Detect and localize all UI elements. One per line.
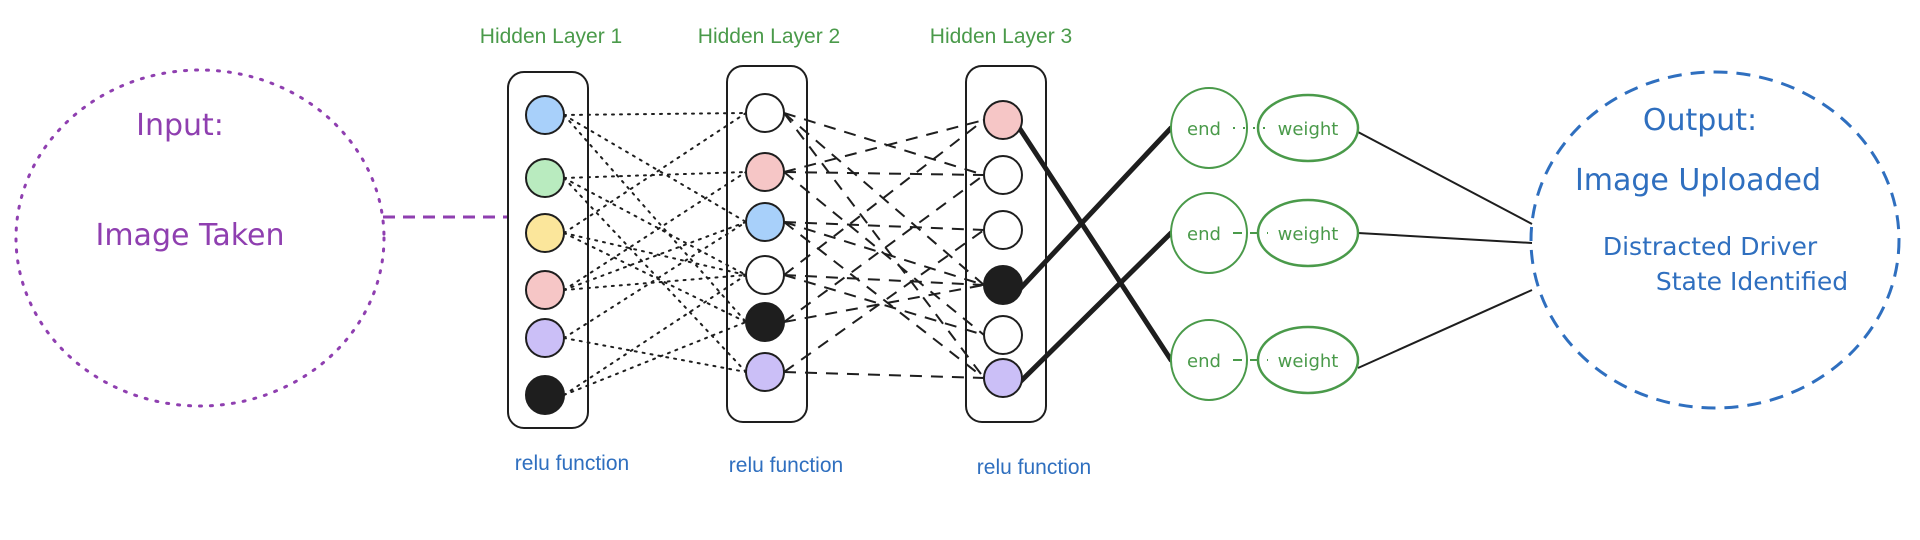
connection-edge <box>783 274 985 336</box>
layer-box <box>965 65 1047 423</box>
output-title: Output: <box>1643 103 1757 138</box>
connection-edge <box>563 274 747 396</box>
connection-edge <box>783 171 985 176</box>
connection-edge <box>563 337 747 373</box>
hidden-layer-2: Hidden Layer 2 relu function <box>698 25 843 477</box>
end-label: end <box>1187 224 1221 245</box>
weight-label: weight <box>1278 351 1339 372</box>
activation-label: relu function <box>977 456 1091 479</box>
strong-connection <box>1015 230 1174 387</box>
hidden-layer-1: Hidden Layer 1 relu function <box>480 25 629 475</box>
connection-edge <box>563 114 747 223</box>
output-line-2: Distracted Driver <box>1603 232 1818 261</box>
end-node <box>1170 319 1248 401</box>
connection-edge <box>563 232 747 276</box>
end-weight-pair: end weight <box>1170 319 1360 401</box>
input-node: Input: Image Taken <box>14 68 386 408</box>
layer-box <box>507 71 589 429</box>
end-weight-pair: end weight <box>1170 87 1360 169</box>
neuron-node-pink <box>983 100 1023 140</box>
connection-edge <box>783 171 985 336</box>
connection-edge <box>563 114 747 323</box>
connection-edge <box>783 112 985 176</box>
input-circle <box>14 68 386 408</box>
output-line-3: State Identified <box>1656 267 1848 296</box>
activation-label: relu function <box>515 452 629 475</box>
layer-box <box>726 65 808 423</box>
neuron-node-yellow <box>525 213 565 253</box>
neuron-node-purple <box>745 352 785 392</box>
connection-edge <box>783 284 985 323</box>
layer-title: Hidden Layer 3 <box>930 25 1072 48</box>
input-text: Image Taken <box>95 218 284 253</box>
strong-connection <box>1015 123 1174 363</box>
neuron-node-white <box>983 210 1023 250</box>
connection-edge <box>783 119 985 173</box>
strong-connection <box>1015 125 1174 294</box>
neuron-node-pink <box>745 152 785 192</box>
end-node <box>1170 87 1248 169</box>
output-node: Output: Image Uploaded Distracted Driver… <box>1529 70 1901 410</box>
connection-edge <box>783 221 985 379</box>
connection-edge <box>563 177 747 276</box>
connection-edge <box>563 112 747 116</box>
connections-layer2-layer3 <box>783 112 985 379</box>
connection-edge <box>563 321 747 396</box>
connections-weight-output <box>1357 131 1533 369</box>
neuron-node-black <box>525 375 565 415</box>
weight-node <box>1256 93 1360 163</box>
activation-label: relu function <box>729 454 843 477</box>
connection-edge <box>563 274 747 291</box>
connection-edge <box>563 177 747 373</box>
connection-edge <box>783 221 985 286</box>
neuron-node-white <box>745 255 785 295</box>
weight-label: weight <box>1278 119 1339 140</box>
connections-layer1-layer2 <box>563 112 747 396</box>
neuron-node-purple <box>525 318 565 358</box>
connection-edge <box>783 221 985 231</box>
layer-title: Hidden Layer 1 <box>480 25 622 48</box>
connection-edge <box>783 119 985 276</box>
connection-edge <box>563 221 747 291</box>
neuron-node-blue <box>525 95 565 135</box>
connection-edge <box>563 171 747 291</box>
layer-title: Hidden Layer 2 <box>698 25 840 48</box>
connection-edge <box>563 171 747 179</box>
neuron-node-white <box>745 93 785 133</box>
connection-edge <box>783 371 985 379</box>
neuron-node-pink <box>525 270 565 310</box>
hidden-layer-3: Hidden Layer 3 relu function <box>930 25 1091 479</box>
output-connection <box>1357 131 1533 225</box>
end-label: end <box>1187 351 1221 372</box>
connections-layer3-end <box>1015 123 1174 387</box>
neuron-node-green <box>525 158 565 198</box>
connection-edge <box>563 221 747 339</box>
neuron-nodes <box>525 93 1023 415</box>
neuron-node-black <box>983 265 1023 305</box>
connection-edge <box>783 112 985 379</box>
connection-edge <box>563 232 747 323</box>
connection-edge <box>783 112 985 286</box>
weight-label: weight <box>1278 224 1339 245</box>
neuron-node-white <box>983 315 1023 355</box>
neuron-node-blue <box>745 202 785 242</box>
output-line-1: Image Uploaded <box>1575 163 1821 198</box>
neuron-node-white <box>983 155 1023 195</box>
output-connection <box>1357 289 1533 369</box>
end-label: end <box>1187 119 1221 140</box>
output-circle <box>1529 70 1901 410</box>
neuron-node-purple <box>983 358 1023 398</box>
end-weight-pairs: end weight end weight end weight <box>1170 87 1360 401</box>
end-weight-pair: end weight <box>1170 192 1360 274</box>
end-node <box>1170 192 1248 274</box>
input-title: Input: <box>136 108 224 143</box>
output-connection <box>1357 232 1533 244</box>
neuron-node-black <box>745 302 785 342</box>
